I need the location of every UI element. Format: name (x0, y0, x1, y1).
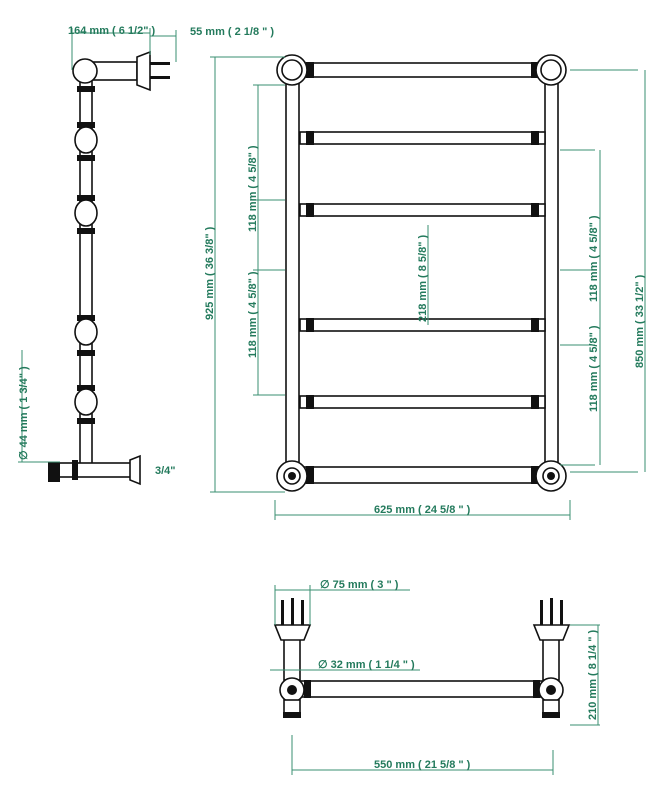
front-view: 925 mm ( 36 3/8" ) 118 mm ( 4 5/8" ) 118… (204, 54, 646, 520)
depth-label: 210 mm ( 8 1/4 " ) (587, 629, 599, 720)
gap-label: 218 mm ( 8 5/8" ) (417, 235, 429, 322)
pipe-diameter-label: ∅ 44 mm ( 1 3/4" ) (18, 366, 30, 460)
upper-spacing-label: 118 mm ( 4 5/8" ) (247, 145, 259, 232)
width-label: 625 mm ( 24 5/8 " ) (374, 504, 471, 516)
plug-length-label: 55 mm ( 2 1/8 " ) (190, 26, 274, 38)
height-label: 925 mm ( 36 3/8" ) (204, 226, 216, 320)
rail-diameter-label: ∅ 32 mm ( 1 1/4 " ) (318, 659, 415, 671)
right-lower-spacing-label: 118 mm ( 4 5/8" ) (588, 325, 600, 412)
centers-width-label: 550 mm ( 21 5/8 " ) (374, 759, 471, 771)
side-view: 164 mm ( 6 1/2" ) 55 mm ( 2 1/8 " ) ∅ 44… (18, 25, 274, 486)
top-view: ∅ 75 mm ( 3 " ) ∅ 32 mm ( 1 1/4 " ) 210 … (270, 579, 600, 775)
thread-size-label: 3/4" (155, 465, 176, 477)
centers-height-label: 850 mm ( 33 1/2" ) (634, 274, 646, 368)
right-upper-spacing-label: 118 mm ( 4 5/8" ) (588, 215, 600, 302)
side-depth-label: 164 mm ( 6 1/2" ) (68, 25, 155, 37)
flange-diameter-label: ∅ 75 mm ( 3 " ) (320, 579, 399, 591)
mid-spacing-label: 118 mm ( 4 5/8" ) (247, 271, 259, 358)
